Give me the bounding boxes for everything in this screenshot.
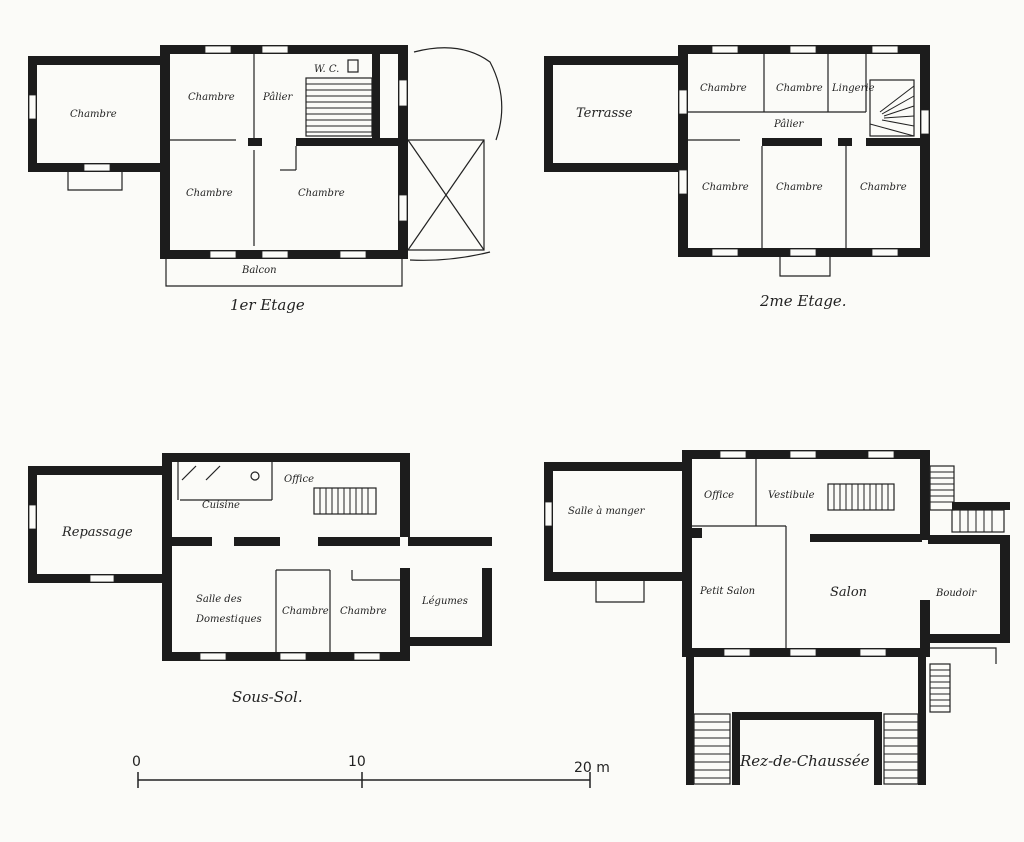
- stair-exterieur-sud: [929, 663, 951, 713]
- floor-title-premier: 1er Etage: [230, 296, 305, 314]
- room-palier: Pâlier: [262, 92, 294, 103]
- room-office-ss: Office: [284, 474, 314, 485]
- room-boudoir: Boudoir: [935, 588, 977, 599]
- room-salle-domestiques-1: Salle des: [196, 594, 242, 605]
- floor-title-deuxieme: 2me Etage.: [759, 292, 847, 310]
- plan-premier-etage: Chambre Chambre Pâlier W. C. Chambre Cha…: [28, 45, 503, 314]
- room-chambre-ss-2: Chambre: [340, 606, 387, 617]
- room-cuisine: Cuisine: [202, 500, 240, 511]
- perron-marches-ouest: [693, 713, 731, 785]
- perron-marches-est: [883, 713, 919, 785]
- room-chambre-annexe: Chambre: [70, 109, 117, 120]
- scale-label-20: 20 m: [574, 760, 610, 776]
- room-salle-a-manger: Salle à manger: [568, 506, 646, 517]
- room-wc: W. C.: [314, 64, 339, 75]
- scale-bar: 0 10 20 m: [132, 754, 610, 788]
- room-chambre-nord: Chambre: [188, 92, 235, 103]
- room-legumes: Légumes: [421, 596, 468, 607]
- scale-label-0: 0: [132, 754, 141, 770]
- room-office-rez: Office: [704, 490, 734, 501]
- stair-rez: [827, 483, 895, 511]
- room-chambre-2-e: Chambre: [860, 182, 907, 193]
- room-chambre-est: Chambre: [298, 188, 345, 199]
- floor-title-rez: Rez-de-Chaussée: [739, 752, 870, 770]
- room-vestibule: Vestibule: [768, 490, 815, 501]
- room-chambre-2-b: Chambre: [776, 83, 823, 94]
- room-chambre-ouest: Chambre: [186, 188, 233, 199]
- stair-premier: [305, 77, 373, 137]
- room-terrasse: Terrasse: [576, 106, 633, 121]
- room-chambre-2-c: Chambre: [702, 182, 749, 193]
- stair-sous-sol: [313, 487, 377, 515]
- room-balcon: Balcon: [241, 265, 277, 276]
- scale-label-10: 10: [348, 754, 366, 770]
- room-palier-2: Pâlier: [773, 119, 805, 130]
- room-lingerie: Lingerie: [831, 83, 875, 94]
- room-petit-salon: Petit Salon: [699, 586, 755, 597]
- room-chambre-ss-1: Chambre: [282, 606, 329, 617]
- plan-rez-de-chaussee: Salle à manger Office Vestibule Petit Sa…: [544, 450, 1010, 785]
- plan-sous-sol: Repassage Cuisine Office Salle des Domes…: [28, 453, 492, 706]
- floor-title-sous-sol: Sous-Sol.: [232, 688, 303, 706]
- room-chambre-2-a: Chambre: [700, 83, 747, 94]
- room-repassage: Repassage: [61, 525, 133, 540]
- room-salon: Salon: [830, 585, 867, 600]
- room-salle-domestiques-2: Domestiques: [195, 614, 262, 625]
- stair-deuxieme: [869, 79, 915, 137]
- stair-exterieur-est: [929, 465, 1005, 533]
- plan-deuxieme-etage: Terrasse Chambre Chambre Lingerie Pâlier…: [544, 45, 930, 310]
- room-chambre-2-d: Chambre: [776, 182, 823, 193]
